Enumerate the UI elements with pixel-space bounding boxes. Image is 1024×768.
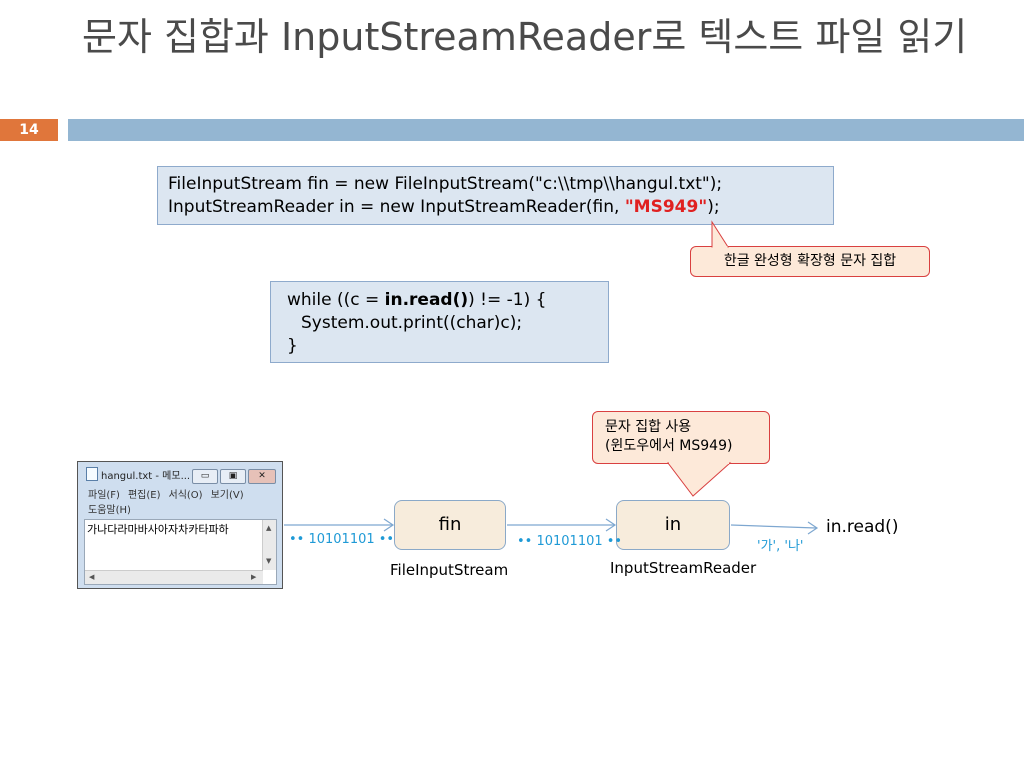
notepad-window: hangul.txt - 메모... ▭ ▣ ✕ 파일(F) 편집(E) 서식(O)… xyxy=(77,461,283,589)
callout-charset-description: 한글 완성형 확장형 문자 집합 xyxy=(690,246,930,277)
code-line-fileinputstream: FileInputStream fin = new FileInputStrea… xyxy=(168,174,723,194)
menu-view[interactable]: 보기(V) xyxy=(210,490,244,501)
code-line-print: System.out.print((char)c); xyxy=(301,313,523,333)
callout-charset-usage: 문자 집합 사용 (윈도우에서 MS949) xyxy=(592,411,770,464)
callout-usage-line2: (윈도우에서 MS949) xyxy=(605,438,733,454)
code-text: InputStreamReader in = new InputStreamRe… xyxy=(168,197,625,217)
code-line-while: while ((c = in.read()) != -1) { xyxy=(287,289,592,312)
code-line-close-brace: } xyxy=(287,336,298,356)
code-box-stream-setup: FileInputStream fin = new FileInputStrea… xyxy=(157,166,834,225)
notepad-title-text: hangul.txt - 메모... xyxy=(101,471,191,482)
scroll-down-icon[interactable]: ▼ xyxy=(266,557,272,565)
scroll-right-icon[interactable]: ▶ xyxy=(251,573,257,581)
code-text: ); xyxy=(707,197,720,217)
header-bar xyxy=(68,119,1024,141)
code-bold-read: in.read() xyxy=(384,290,469,310)
in-box: in xyxy=(616,500,730,550)
notepad-menubar: 파일(F) 편집(E) 서식(O) 보기(V) 도움말(H) xyxy=(88,488,274,518)
in-read-label: in.read() xyxy=(826,517,899,537)
menu-file[interactable]: 파일(F) xyxy=(88,490,120,501)
callout-tail-charset xyxy=(711,220,729,248)
code-text: ) != -1) { xyxy=(468,290,547,310)
vertical-scrollbar[interactable]: ▲ ▼ xyxy=(262,520,276,570)
fin-box: fin xyxy=(394,500,506,550)
arrow-in-to-read xyxy=(730,524,817,529)
notepad-file-icon xyxy=(86,467,98,481)
scroll-up-icon[interactable]: ▲ xyxy=(266,524,272,532)
close-button[interactable]: ✕ xyxy=(248,469,276,484)
scroll-left-icon[interactable]: ◀ xyxy=(89,573,95,581)
code-box-read-loop: while ((c = in.read()) != -1) { System.o… xyxy=(270,281,609,363)
byte-stream-label-2: •• 10101101 •• xyxy=(517,534,623,549)
slide-title: 문자 집합과 InputStreamReader로 텍스트 파일 읽기 xyxy=(82,15,968,59)
code-text: while ((c = xyxy=(287,290,385,310)
callout-tail-usage xyxy=(666,462,732,497)
byte-stream-label-1: •• 10101101 •• xyxy=(289,532,395,547)
callout-usage-line1: 문자 집합 사용 xyxy=(605,419,692,435)
notepad-content: 가나다라마바사아자차카타파하 xyxy=(87,523,229,536)
menu-edit[interactable]: 편집(E) xyxy=(127,490,161,501)
notepad-title: hangul.txt - 메모... xyxy=(86,467,190,483)
code-line-inputstreamreader: InputStreamReader in = new InputStreamRe… xyxy=(168,196,823,219)
menu-format[interactable]: 서식(O) xyxy=(168,490,203,501)
char-output-label: '가', '나' xyxy=(757,539,804,554)
charset-string: "MS949" xyxy=(624,197,708,217)
menu-help[interactable]: 도움말(H) xyxy=(88,505,131,516)
page-number: 14 xyxy=(0,119,58,141)
fileinputstream-caption: FileInputStream xyxy=(390,561,509,579)
maximize-button[interactable]: ▣ xyxy=(220,469,246,484)
inputstreamreader-caption: InputStreamReader xyxy=(610,559,757,577)
notepad-text-area[interactable]: 가나다라마바사아자차카타파하 ▲ ▼ ◀ ▶ xyxy=(84,519,277,585)
minimize-button[interactable]: ▭ xyxy=(192,469,218,484)
horizontal-scrollbar[interactable]: ◀ ▶ xyxy=(85,570,263,584)
